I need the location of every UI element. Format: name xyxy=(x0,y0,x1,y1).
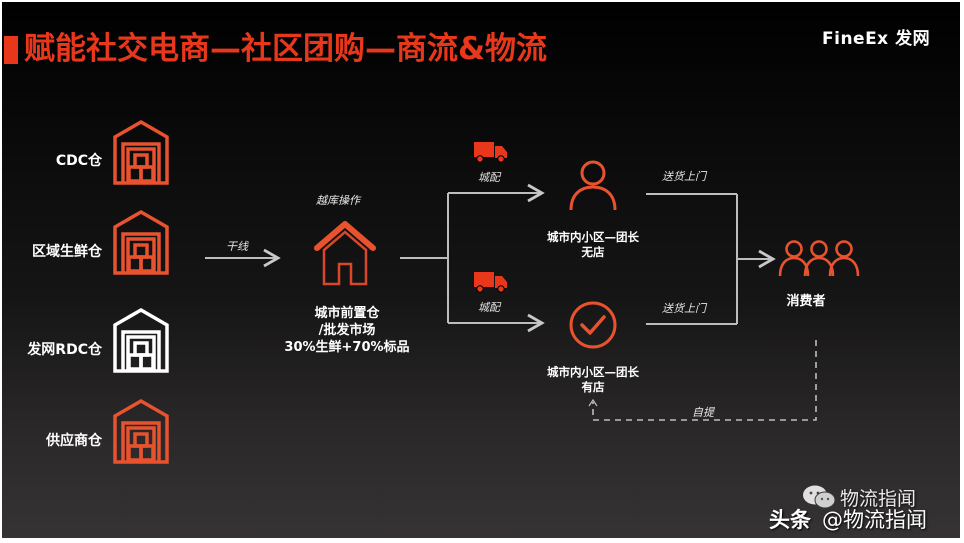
leader-with-store-label: 城市内小区—团长 有店 xyxy=(522,365,664,395)
brand-logo: FineEx 发网 xyxy=(822,29,931,49)
group-icon xyxy=(778,240,860,277)
crossdock-label: 越库操作 xyxy=(316,194,360,207)
house-icon xyxy=(314,221,376,286)
warehouse-label-regional-fresh: 区域生鲜仓 xyxy=(32,244,102,260)
title-marker xyxy=(4,36,18,64)
leader-no-store-line1: 城市内小区—团长 xyxy=(547,230,639,244)
watermark-platform: 头条 xyxy=(769,508,811,532)
warehouse-label-fineex-rdc: 发网RDC仓 xyxy=(27,342,102,358)
leader-with-store-line1: 城市内小区—团长 xyxy=(547,365,639,379)
watermark-account: @物流指闻 xyxy=(822,508,927,532)
front-warehouse-line2: /批发市场 xyxy=(318,323,376,338)
person-icon xyxy=(569,160,617,211)
warehouse-icon xyxy=(113,209,169,275)
warehouse-label-cdc: CDC仓 xyxy=(55,153,102,169)
door-delivery-label-top: 送货上门 xyxy=(662,170,706,183)
consumer-label: 消费者 xyxy=(786,294,826,309)
leader-no-store-line2: 无店 xyxy=(581,245,605,259)
city-delivery-label-bottom: 城配 xyxy=(478,301,500,314)
warehouse-icon xyxy=(113,119,169,185)
page-title: 赋能社交电商—社区团购—商流&物流 xyxy=(24,31,548,67)
warehouse-icon xyxy=(113,307,169,373)
self-pickup-label: 自提 xyxy=(692,406,714,419)
front-warehouse-label: 城市前置仓 /批发市场 30%生鲜+70%标品 xyxy=(272,305,422,356)
leader-no-store-label: 城市内小区—团长 无店 xyxy=(522,230,664,260)
front-warehouse-line3: 30%生鲜+70%标品 xyxy=(284,340,410,355)
watermark-account-top: 物流指闻 xyxy=(840,488,917,510)
city-delivery-label-top: 城配 xyxy=(478,171,500,184)
truck-icon xyxy=(474,142,507,163)
check-circle-icon xyxy=(569,301,617,349)
front-warehouse-line1: 城市前置仓 xyxy=(314,306,380,321)
trunk-label: 干线 xyxy=(226,240,248,253)
door-delivery-label-bottom: 送货上门 xyxy=(662,302,706,315)
warehouse-list: CDC仓 区域生鲜仓 发网RDC仓 xyxy=(2,117,202,517)
truck-icon xyxy=(474,272,507,293)
leader-with-store-line2: 有店 xyxy=(581,380,605,394)
warehouse-label-supplier: 供应商仓 xyxy=(46,433,102,449)
warehouse-icon xyxy=(113,398,169,464)
wechat-icon xyxy=(802,484,836,510)
